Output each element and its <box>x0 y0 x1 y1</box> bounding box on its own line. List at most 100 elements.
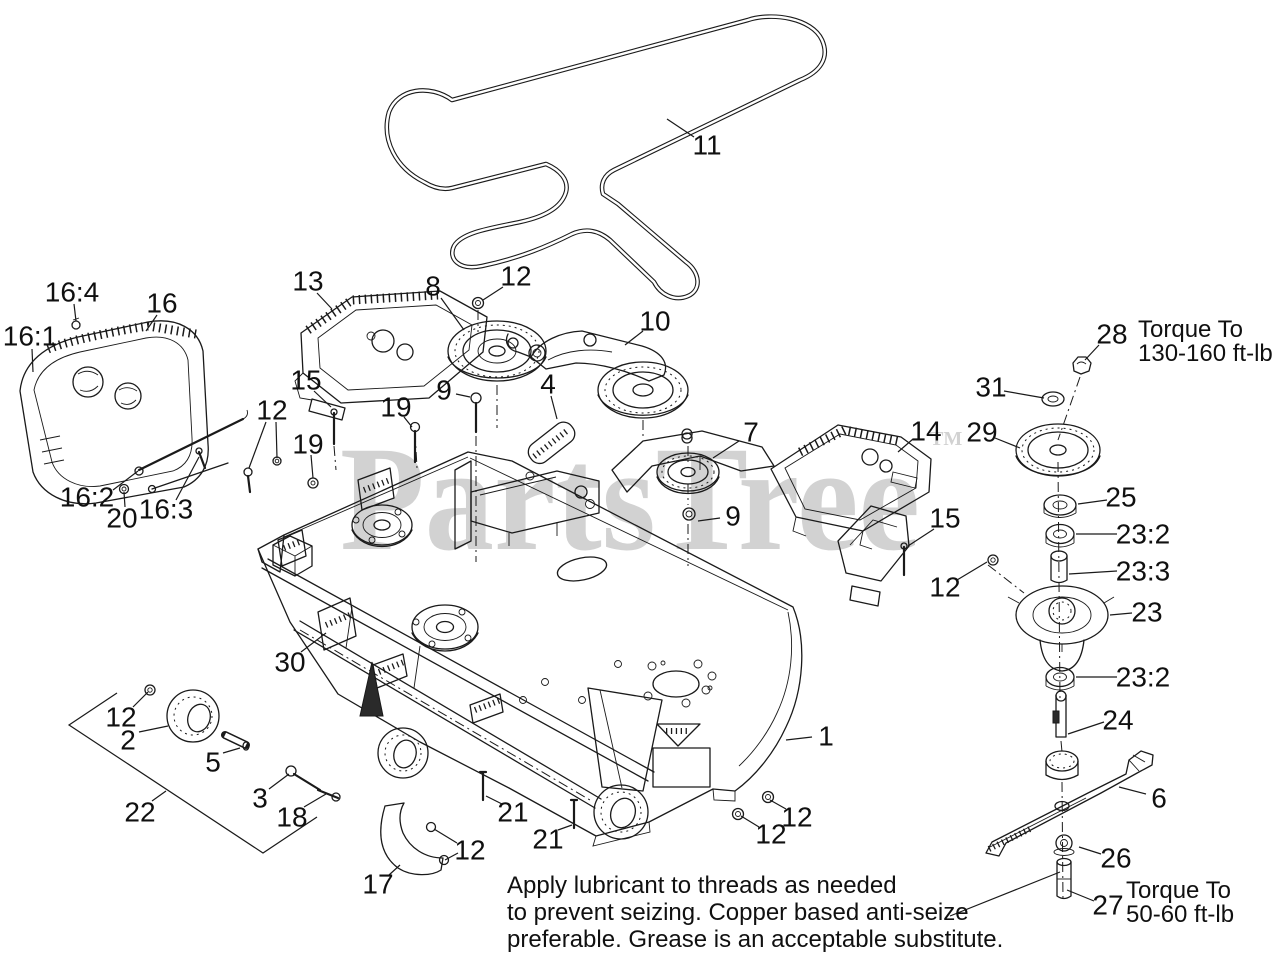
centerlines <box>333 310 1081 903</box>
part-callout-29: 29 <box>966 417 997 448</box>
part-callout-21: 21 <box>532 824 563 855</box>
leader-line <box>550 395 558 420</box>
part-callout-23:2: 23:2 <box>1116 662 1171 693</box>
watermark-tm: TM <box>930 428 962 450</box>
part-callout-16:1: 16:1 <box>3 321 58 352</box>
spring-part-drawing <box>527 421 576 465</box>
idler-rod-drawing <box>118 409 248 495</box>
leader-line <box>303 793 327 808</box>
part-callout-5: 5 <box>205 747 221 778</box>
watermark: PartsTree TM <box>340 416 962 582</box>
idler-arm-drawing <box>505 330 689 419</box>
leader-line <box>433 828 458 844</box>
part-callout-16: 16 <box>146 288 177 319</box>
leader-line <box>485 795 503 805</box>
part-callout-27: 27 <box>1092 890 1123 921</box>
leader-line <box>1078 846 1102 855</box>
part-callout-16:4: 16:4 <box>45 277 100 308</box>
part-callout-9: 9 <box>436 375 452 406</box>
belt-cover-right-drawing <box>770 424 932 550</box>
leader-line <box>1109 612 1133 616</box>
leader-line <box>316 292 333 310</box>
part-callout-1: 1 <box>818 721 834 752</box>
part-callout-18: 18 <box>276 802 307 833</box>
leader-line <box>151 790 167 802</box>
leader-line <box>1068 570 1118 575</box>
part-callout-28: 28 <box>1096 319 1127 350</box>
spindle-assembly-drawing <box>1007 356 1115 781</box>
part-callout-20: 20 <box>106 503 137 534</box>
leader-line <box>313 390 332 408</box>
part-callout-22: 22 <box>124 797 155 828</box>
part-callout-30: 30 <box>274 647 305 678</box>
part-callout-15: 15 <box>929 503 960 534</box>
leader-line <box>1066 889 1095 902</box>
part-callout-15: 15 <box>290 365 321 396</box>
part-callout-12: 12 <box>929 572 960 603</box>
leader-line <box>444 852 459 861</box>
leader-line <box>994 437 1021 449</box>
part-callout-8: 8 <box>425 271 441 302</box>
leader-line <box>557 824 573 831</box>
leader-line <box>388 864 401 876</box>
part-callout-16:2: 16:2 <box>60 482 115 513</box>
part-callout-12: 12 <box>781 802 812 833</box>
drive-belt-drawing <box>384 14 828 301</box>
part-callout-12: 12 <box>256 395 287 426</box>
leader-line <box>222 747 241 754</box>
leader-line <box>697 517 721 522</box>
part-callout-24: 24 <box>1102 705 1133 736</box>
part-callout-19: 19 <box>292 429 323 460</box>
part-callout-31: 31 <box>975 372 1006 403</box>
leader-line <box>897 438 914 453</box>
part-callout-10: 10 <box>639 306 670 337</box>
part-callout-9: 9 <box>725 501 741 532</box>
leader-line <box>145 314 158 332</box>
leader-line <box>740 815 760 828</box>
leader-line <box>138 725 169 733</box>
watermark-text: PartsTree <box>340 416 920 582</box>
leader-line <box>248 421 267 469</box>
part-callout-2: 2 <box>120 725 136 756</box>
part-callout-23:2: 23:2 <box>1116 519 1171 550</box>
part-callout-12: 12 <box>105 702 136 733</box>
leader-line <box>1077 499 1108 505</box>
leader-line <box>624 330 644 346</box>
leader-line <box>482 286 504 301</box>
part-callout-3: 3 <box>252 783 268 814</box>
blade-drawing <box>985 750 1154 900</box>
part-callout-25: 25 <box>1105 482 1136 513</box>
part-callout-12: 12 <box>755 819 786 850</box>
part-callout-14: 14 <box>910 416 941 447</box>
part-callout-17: 17 <box>362 869 393 900</box>
leader-line <box>1067 721 1105 735</box>
leader-line <box>785 736 813 741</box>
part-callout-12: 12 <box>500 261 531 292</box>
part-callout-6: 6 <box>1151 783 1167 814</box>
part-callout-26: 26 <box>1100 843 1131 874</box>
part-callout-4: 4 <box>540 369 556 400</box>
leader-line <box>769 799 787 810</box>
leader-line <box>403 416 413 428</box>
note-leader <box>949 871 1061 917</box>
part-callout-11: 11 <box>692 130 721 161</box>
annotation-lines <box>67 692 1061 917</box>
part-callout-19: 19 <box>380 392 411 423</box>
part-callout-12: 12 <box>454 835 485 866</box>
spindle-pulley-drawing <box>656 428 720 521</box>
leader-line <box>132 691 149 708</box>
leader-line <box>1003 390 1045 399</box>
part-callout-23:3: 23:3 <box>1116 556 1171 587</box>
clutch-pulley-drawing <box>447 296 547 382</box>
leader-line <box>73 303 77 322</box>
leader-line <box>175 456 200 501</box>
leader-line <box>275 421 278 459</box>
leader-line <box>666 118 695 138</box>
part-callout-21: 21 <box>497 797 528 828</box>
leader-line <box>956 561 988 581</box>
leader-line <box>440 297 465 331</box>
leader-line <box>455 393 471 398</box>
